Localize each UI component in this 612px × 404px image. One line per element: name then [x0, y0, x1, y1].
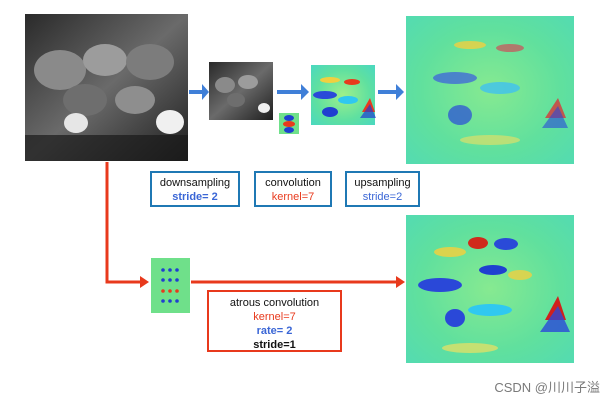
- atrous-stride: stride=1: [253, 339, 296, 351]
- watermark-text: CSDN @川川子溢: [494, 380, 600, 395]
- arrow-to-atrous-output-head: [396, 276, 405, 288]
- atrous-kernel: kernel=7: [253, 311, 296, 323]
- atrous-output: [406, 215, 574, 363]
- upsampling-title: upsampling: [354, 177, 411, 189]
- atrous-label-box: atrous convolution kernel=7 rate= 2 stri…: [207, 290, 342, 352]
- convolution-label-box: convolution kernel=7: [254, 171, 332, 207]
- convolution-kernel: kernel=7: [271, 191, 315, 203]
- downsampling-label-box: downsampling stride= 2: [150, 171, 240, 207]
- atrous-title: atrous convolution: [229, 297, 320, 309]
- upsampled-output: [406, 16, 574, 164]
- arrow-to-atrous-kernel-head: [140, 276, 149, 288]
- convolution-title: convolution: [265, 177, 321, 189]
- conv-kernel: [279, 113, 299, 134]
- atrous-rate: rate= 2: [256, 325, 293, 337]
- downsampling-title: downsampling: [159, 177, 231, 189]
- arrow-convolution-head: [301, 84, 309, 100]
- input-image: [25, 14, 188, 161]
- arrow-downsample-head: [202, 84, 209, 100]
- blue-arrows: [189, 84, 404, 100]
- arrow-upsample-head: [396, 84, 404, 100]
- red-arrows: [105, 162, 405, 288]
- atrous-kernel: [151, 258, 190, 313]
- arrow-to-atrous-kernel: [105, 162, 140, 284]
- upsampling-label-box: upsampling stride=2: [345, 171, 420, 207]
- downsampled-image: [209, 62, 273, 120]
- upsampling-stride: stride=2: [362, 191, 403, 203]
- conv-output-heatmap: [311, 65, 376, 125]
- downsampling-stride: stride= 2: [172, 191, 218, 203]
